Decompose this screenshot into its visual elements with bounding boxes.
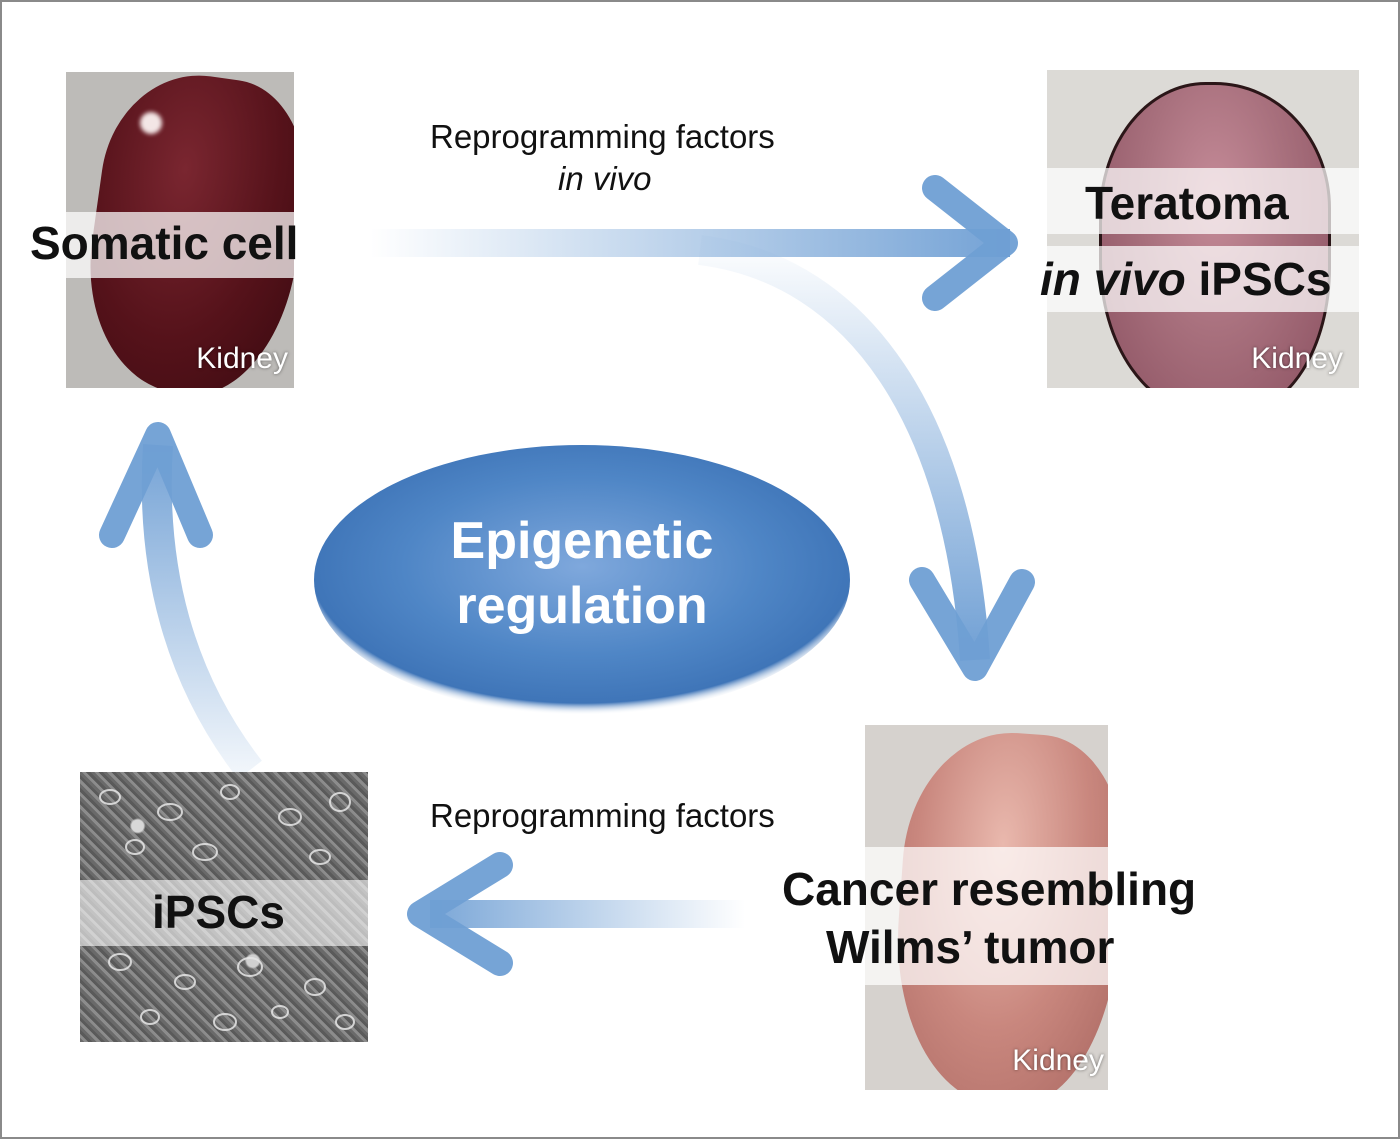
label-band <box>80 880 368 946</box>
bottom-arrow-shaft <box>430 900 745 928</box>
top-arrow-caption-in-vivo: in vivo <box>558 160 652 197</box>
kidney-highlight <box>140 112 162 134</box>
bottom-arrow-head <box>407 852 513 976</box>
bottom-arrow-caption: Reprogramming factors <box>430 797 775 834</box>
kidney-tag: Kidney <box>196 342 288 375</box>
center-label-line2: regulation <box>456 577 708 635</box>
left-arrow-shaft <box>141 444 262 780</box>
teratoma-image <box>1099 82 1331 388</box>
teratoma-panel: Kidney <box>1047 70 1359 388</box>
label-band <box>66 212 294 278</box>
left-arrow-head <box>99 422 213 548</box>
ipscs-label: iPSCs <box>152 886 285 938</box>
label-band <box>1047 246 1359 312</box>
cancer-panel: Kidney <box>865 725 1108 1090</box>
top-arrow-caption: Reprogramming factors <box>430 118 775 155</box>
top-arrow-shaft <box>370 229 1010 257</box>
right-arrow-head <box>909 567 1035 681</box>
in-vivo-ipscs-label: in vivo iPSCs <box>1040 252 1331 306</box>
cancer-label-line1: Cancer resembling <box>782 863 1197 915</box>
ipscs-micrograph-panel <box>80 772 368 1042</box>
somatic-cell-label: Somatic cell <box>30 217 299 269</box>
center-label-line1: Epigenetic <box>450 512 714 570</box>
cell-texture <box>99 784 355 1031</box>
cancer-label-line2: Wilms’ tumor <box>826 921 1115 973</box>
label-band <box>865 847 1108 985</box>
kidney-tag: Kidney <box>1251 342 1343 375</box>
right-arrow-shaft <box>698 235 990 661</box>
in-vivo-italic: in vivo <box>1040 253 1186 305</box>
top-arrow-head <box>922 175 1018 311</box>
label-band <box>1047 168 1359 234</box>
epigenetic-ellipse <box>314 445 850 715</box>
kidney-tag: Kidney <box>1012 1044 1104 1077</box>
teratoma-label: Teratoma <box>1085 177 1289 229</box>
somatic-cell-panel: Kidney <box>66 72 294 388</box>
ipscs-text: iPSCs <box>1198 253 1332 305</box>
